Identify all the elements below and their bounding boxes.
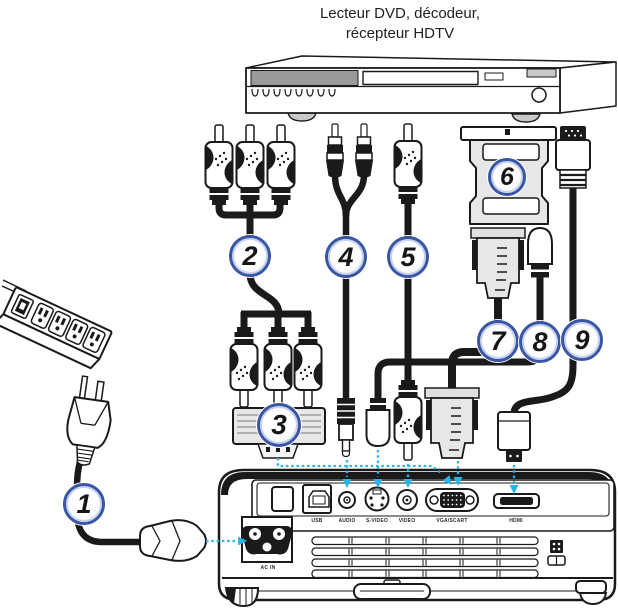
callout-2: 2 [229, 235, 271, 277]
callout-6: 6 [488, 158, 526, 196]
rca-video-plug [393, 379, 423, 461]
s-video-plug [365, 398, 391, 448]
rca-video-plug [393, 123, 423, 205]
dvd-disc-tray [362, 70, 479, 86]
dvd-foot-right [511, 113, 541, 123]
hdmi-cable [497, 126, 591, 462]
port-label-hdmi: HDMI [509, 518, 523, 524]
rca-audio-plug [325, 123, 345, 179]
source-device-label: Lecteur DVD, décodeur, récepteur HDTV [250, 4, 550, 44]
rca-plug [263, 326, 293, 408]
component-video-cable [204, 124, 323, 408]
dvd-player [245, 55, 617, 123]
port-label-video: VIDEO [398, 518, 416, 524]
video-port [396, 489, 418, 511]
rca-plug [293, 326, 323, 408]
ac-in-label: AC IN [260, 565, 276, 571]
usb-port [302, 484, 332, 514]
dvd-vent-marks [251, 88, 336, 97]
projector-foot-left [224, 587, 260, 608]
callout-5: 5 [387, 236, 429, 278]
dvd-power-button [531, 87, 547, 103]
vent-grille [311, 558, 539, 568]
callout-3: 3 [257, 403, 301, 447]
rca-plug [229, 326, 259, 408]
hdmi-plug [497, 411, 531, 462]
composite-video-cable [393, 123, 423, 461]
rca-plug [235, 124, 265, 206]
hdmi-port [493, 493, 540, 509]
audio-cable [325, 123, 374, 458]
power-strip [0, 279, 113, 370]
power-cord [66, 375, 207, 562]
hdmi-plug [555, 126, 591, 189]
callout-8: 8 [519, 321, 561, 363]
dvd-badge [526, 68, 557, 78]
callout-9: 9 [561, 319, 603, 361]
kensington-lock-icon [547, 540, 566, 566]
port-label-audio: AUDIO [338, 518, 356, 524]
mini-jack-plug [337, 398, 355, 458]
wall-plug [66, 375, 112, 466]
vga-connector [424, 387, 480, 459]
callout-1: 1 [63, 483, 105, 525]
connection-dotted-lines [206, 450, 516, 543]
projector-foot-right [575, 580, 608, 606]
power-connector [139, 519, 207, 562]
callout-4: 4 [325, 236, 367, 278]
rca-plug [204, 124, 234, 206]
vga-connector [470, 227, 526, 299]
port-label-s-video: S-VIDEO [366, 518, 388, 524]
dvd-button [484, 72, 504, 81]
rca-audio-plug [354, 123, 374, 179]
port-label-vga-scart: VGA/SCART [436, 518, 468, 524]
vga-port [425, 488, 479, 512]
dvd-display-panel [250, 70, 359, 86]
dvd-foot-left [287, 112, 317, 122]
vent-grille [311, 547, 539, 557]
audio-port [338, 491, 356, 509]
rca-plug [266, 124, 296, 206]
source-device-label-line1: Lecteur DVD, décodeur, [319, 5, 481, 22]
source-device-label-line2: récepteur HDTV [345, 25, 455, 42]
callout-7: 7 [477, 320, 519, 362]
s-video-plug [527, 226, 553, 278]
s-video-port [364, 486, 390, 512]
vent-grille [311, 569, 539, 579]
projector [217, 468, 617, 608]
strip-outlets [30, 302, 106, 354]
ir-window [271, 486, 294, 512]
projector-foot-center [353, 579, 431, 600]
port-label-usb: USB [311, 518, 323, 524]
ac-inlet [241, 516, 293, 563]
vent-grille [311, 536, 539, 546]
